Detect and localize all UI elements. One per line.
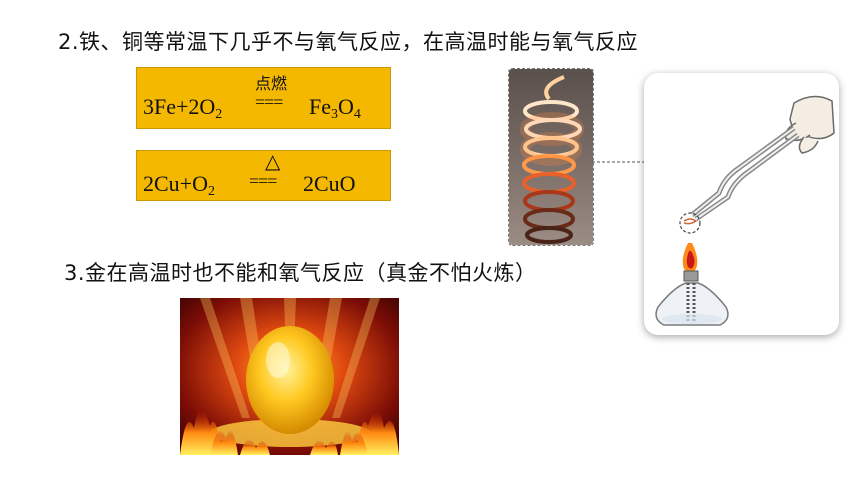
alcohol-lamp-tongs-illustration [644,73,839,335]
equation-1-equals: === [255,92,283,112]
eq2-reactant-text: 2Cu+O [143,171,208,196]
heat-triangle-icon: △ [265,149,281,173]
equation-2-product: 2CuO [303,171,356,196]
equation-1-condition: 点燃 [255,74,288,93]
eq1-product-sub2: 4 [353,107,361,122]
heading-iron-copper: 2.铁、铜等常温下几乎不与氧气反应，在高温时能与氧气反应 [58,30,639,54]
eq1-reactant-subscript: 2 [215,107,223,122]
coil-drawing [509,69,593,245]
eq1-product-fe: Fe [309,94,331,119]
eq1-product-sub1: 3 [331,107,338,122]
heading-gold: 3.金在高温时也不能和氧气反应（真金不怕火炼） [64,261,537,285]
equation-1-product: Fe3O4 [309,94,361,122]
apparatus-drawing [655,95,835,326]
golden-egg-in-fire-photo [180,298,399,455]
equation-2-equals: === [249,171,277,191]
eq1-product-o: O [338,94,354,119]
equation-1-reactants: 3Fe+2O2 [143,94,223,122]
equation-2-reactants: 2Cu+O2 [143,171,215,199]
egg-drawing [180,298,399,455]
equation-copper-oxygen: 2Cu+O2 △ === 2CuO [136,149,391,201]
eq2-reactant-subscript: 2 [207,184,215,199]
glowing-iron-coil-photo [508,68,594,246]
eq1-reactant-text: 3Fe+2O [143,94,216,119]
equation-iron-oxygen: 3Fe+2O2 点燃 === Fe3O4 [136,67,391,129]
